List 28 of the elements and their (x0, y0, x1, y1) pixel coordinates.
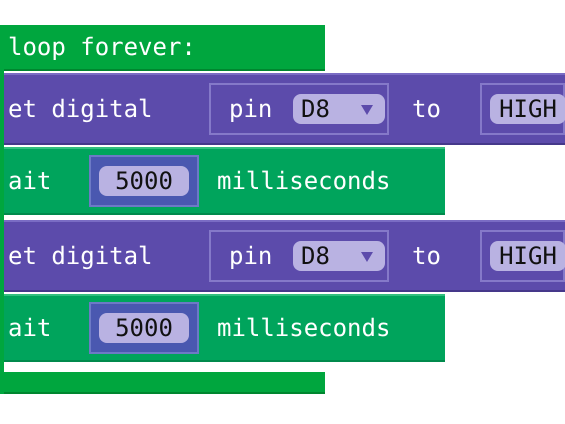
number-field: 5000 (99, 313, 189, 343)
block-label: ait (8, 166, 52, 196)
value-block (209, 230, 389, 282)
block-header: loop forever: (4, 25, 325, 71)
value-block (480, 230, 565, 282)
statement-block (4, 220, 565, 292)
block-label: to (412, 94, 441, 124)
statement-block (4, 73, 565, 145)
loop-block (0, 25, 565, 394)
statement-block (4, 147, 445, 215)
block-label: to (412, 241, 441, 271)
dropdown: D8 (293, 241, 385, 271)
block-label: et digital (8, 241, 152, 271)
number-field: 5000 (99, 166, 189, 196)
block-label: milliseconds (217, 313, 390, 343)
value-block (209, 83, 389, 135)
block-label: et digital (8, 94, 152, 124)
statement-block (4, 294, 445, 362)
value-block (89, 155, 199, 207)
value-block (480, 83, 565, 135)
value-field: HIGH (490, 94, 565, 124)
value-field: HIGH (490, 241, 565, 271)
value-block (89, 302, 199, 354)
dropdown: D8 (293, 94, 385, 124)
block-label: ait (8, 313, 52, 343)
block-label: pin (229, 94, 272, 124)
block-label: milliseconds (217, 166, 390, 196)
block-label: pin (229, 241, 272, 271)
